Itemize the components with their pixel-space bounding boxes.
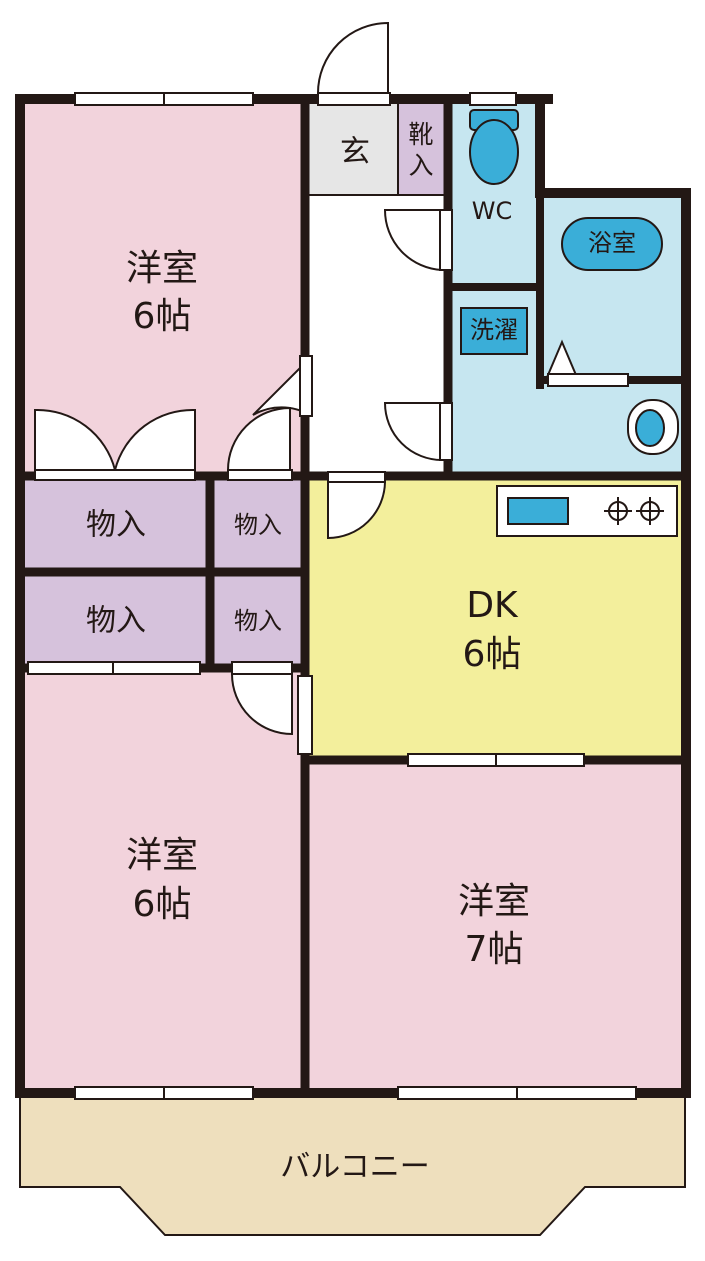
dk-name-label: DK [466, 585, 519, 626]
kitchen-sink [507, 497, 569, 525]
laundry-label-box [460, 307, 528, 355]
room-entrance [305, 99, 398, 195]
bath-label: 浴室 [588, 229, 636, 257]
room-size-label: 6帖 [133, 296, 192, 337]
windows [27, 92, 637, 1100]
labels: 洋室 6帖 玄 靴 入 WC 浴室 洗濯 物入 物入 物入 物入 DK 6帖 洋… [86, 120, 636, 1185]
shoe-storage-label-2: 入 [408, 151, 433, 180]
room-closet-3 [20, 572, 210, 668]
closet-label: 物入 [86, 508, 146, 543]
fixtures [460, 109, 679, 537]
closet-label: 物入 [234, 511, 282, 539]
room-closet-1 [20, 476, 210, 572]
bath-label-pill [561, 217, 663, 271]
entrance-label: 玄 [340, 135, 370, 170]
closet-label: 物入 [86, 604, 146, 639]
toilet-label: WC [472, 197, 513, 225]
room-name-label: 洋室 [126, 248, 198, 289]
toilet-bowl [469, 119, 519, 185]
room-closet-4 [210, 572, 305, 668]
dk-size-label: 6帖 [463, 634, 522, 675]
room-shoe-storage [398, 99, 448, 195]
balcony-area [19, 1092, 686, 1236]
doors [34, 21, 453, 736]
room-name-label: 洋室 [126, 835, 198, 876]
balcony-label: バルコニー [280, 1150, 429, 1185]
room-name-label: 洋室 [458, 881, 530, 922]
room-western-bottom-left [20, 668, 305, 1093]
shoe-storage-label-1: 靴 [408, 120, 433, 149]
room-size-label: 7帖 [465, 929, 524, 970]
closet-label: 物入 [234, 607, 282, 635]
room-size-label: 6帖 [133, 884, 192, 925]
laundry-label: 洗濯 [470, 316, 518, 344]
wash-basin-bowl [635, 409, 665, 447]
room-closet-2 [210, 476, 305, 572]
room-western-bottom-right [305, 760, 682, 1093]
